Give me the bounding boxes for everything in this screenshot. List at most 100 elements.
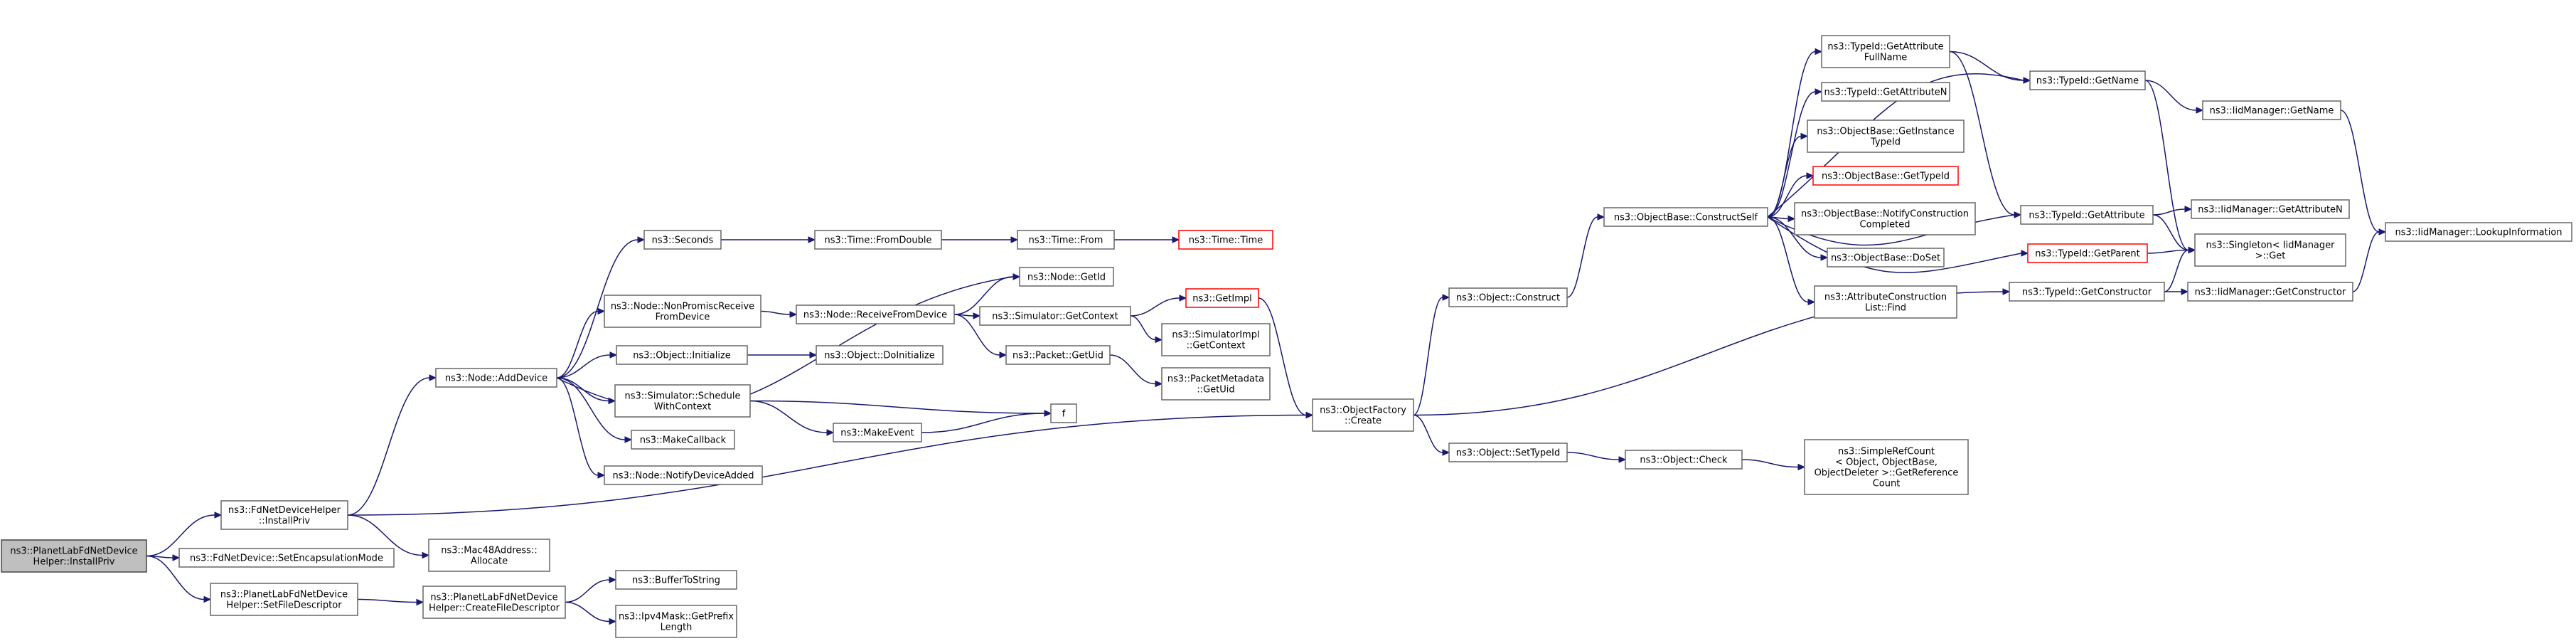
call-edge xyxy=(2152,206,2193,216)
function-node[interactable]: ns3::PlanetLabFdNetDeviceHelper::CreateF… xyxy=(422,586,566,619)
function-node[interactable]: ns3::FdNetDeviceHelper::InstallPriv xyxy=(220,500,348,530)
node-box xyxy=(2191,199,2350,219)
node-label: ns3::FdNetDevice::SetEncapsulationMode xyxy=(190,553,383,564)
call-edge xyxy=(1767,216,1829,261)
call-edge xyxy=(2352,228,2387,292)
function-node[interactable]: ns3::Singleton< IidManager>::Get xyxy=(2194,233,2346,267)
arrowhead xyxy=(808,236,816,243)
function-node[interactable]: ns3::IidManager::GetAttributeN xyxy=(2191,199,2350,219)
call-edge xyxy=(1767,172,1815,218)
node-box xyxy=(1812,166,1959,186)
function-node[interactable]: ns3::ObjectBase::ConstructSelf xyxy=(1603,207,1768,227)
function-node[interactable]: ns3::ObjectBase::GetTypeId xyxy=(1812,166,1959,186)
node-label: ns3::BufferToString xyxy=(632,576,720,586)
node-label: ns3::MakeEvent xyxy=(840,428,914,439)
node-box xyxy=(643,230,722,250)
arrowhead xyxy=(1815,48,1823,55)
call-edge xyxy=(1109,354,1163,388)
edge-line xyxy=(556,377,626,440)
function-node[interactable]: ns3::PlanetLabFdNetDeviceHelper::SetFile… xyxy=(210,583,358,616)
function-node[interactable]: ns3::MakeCallback xyxy=(631,430,735,450)
node-box xyxy=(1603,207,1768,227)
function-node[interactable]: ns3::MakeEvent xyxy=(833,423,922,443)
node-label: ns3::TypeId::GetParent xyxy=(2035,249,2140,260)
function-node[interactable]: ns3::PacketMetadata::GetUid xyxy=(1161,367,1271,401)
function-node[interactable]: ns3::IidManager::LookupInformation xyxy=(2385,222,2572,242)
node-label: WithContext xyxy=(654,402,711,413)
edge-line xyxy=(2144,80,2197,111)
function-node[interactable]: ns3::Node::AddDevice xyxy=(435,368,557,388)
arrowhead xyxy=(1155,380,1163,388)
function-node[interactable]: ns3::Seconds xyxy=(643,230,722,250)
arrowhead xyxy=(2184,206,2193,213)
function-node[interactable]: f xyxy=(1050,403,1077,423)
function-node[interactable]: ns3::Packet::GetUid xyxy=(1005,345,1111,365)
function-node[interactable]: ns3::Time::Time xyxy=(1178,230,1273,250)
function-node[interactable]: ns3::Simulator::GetContext xyxy=(979,306,1131,326)
edge-line xyxy=(1767,175,1807,218)
arrowhead xyxy=(2002,288,2011,295)
node-box xyxy=(2009,282,2165,302)
arrowhead xyxy=(203,595,212,603)
function-node[interactable]: ns3::GetImpl xyxy=(1185,288,1259,308)
function-node[interactable]: ns3::ObjectBase::NotifyConstructionCompl… xyxy=(1794,202,1976,235)
call-edge xyxy=(357,598,424,606)
function-node[interactable]: ns3::Node::ReceiveFromDevice xyxy=(796,304,955,324)
function-node[interactable]: ns3::Node::GetId xyxy=(1019,267,1114,287)
function-node[interactable]: ns3::TypeId::GetParent xyxy=(2027,243,2148,263)
arrowhead xyxy=(1618,456,1627,463)
call-edge xyxy=(565,576,617,603)
function-node[interactable]: ns3::Object::Construct xyxy=(1448,287,1568,307)
node-box xyxy=(2194,233,2346,267)
function-node[interactable]: ns3::Object::Check xyxy=(1625,450,1743,470)
node-box xyxy=(220,500,348,530)
call-edge xyxy=(1130,295,1187,317)
edge-line xyxy=(347,377,430,516)
function-node[interactable]: ns3::TypeId::GetName xyxy=(2029,70,2146,90)
function-node[interactable]: ns3::Time::FromDouble xyxy=(814,230,942,250)
function-node[interactable]: ns3::SimulatorImpl::GetContext xyxy=(1161,323,1271,356)
function-node[interactable]: ns3::TypeId::GetConstructor xyxy=(2009,282,2165,302)
call-edge xyxy=(1767,132,1809,218)
function-node[interactable]: ns3::IidManager::GetConstructor xyxy=(2187,282,2353,302)
call-edge xyxy=(1949,51,2022,218)
function-node[interactable]: ns3::Object::DoInitialize xyxy=(816,345,944,365)
call-edge xyxy=(720,236,816,243)
function-node[interactable]: ns3::FdNetDevice::SetEncapsulationMode xyxy=(178,548,395,568)
function-node[interactable]: ns3::TypeId::GetAttributeN xyxy=(1821,82,1950,102)
arrowhead xyxy=(1179,295,1187,302)
call-edge xyxy=(953,273,1021,315)
function-node[interactable]: ns3::ObjectBase::DoSet xyxy=(1827,248,1945,267)
function-node[interactable]: ns3::Object::Initialize xyxy=(616,345,748,365)
edge-line xyxy=(760,310,791,315)
function-node[interactable]: ns3::Mac48Address::Allocate xyxy=(428,539,550,572)
function-node[interactable]: ns3::PlanetLabFdNetDeviceHelper::Install… xyxy=(1,539,147,573)
arrowhead xyxy=(1305,411,1314,419)
function-node[interactable]: ns3::TypeId::GetAttribute xyxy=(2020,205,2154,225)
node-box xyxy=(1814,285,1957,319)
function-node[interactable]: ns3::IidManager::GetName xyxy=(2202,100,2341,120)
node-label: ns3::TypeId::GetName xyxy=(2036,76,2139,87)
node-box xyxy=(1178,230,1273,250)
edge-line xyxy=(921,413,1045,433)
call-edge xyxy=(565,601,617,625)
function-node[interactable]: ns3::BufferToString xyxy=(615,570,737,590)
function-node[interactable]: ns3::ObjectFactory::Create xyxy=(1312,398,1414,432)
function-node[interactable]: ns3::SimpleRefCount< Object, ObjectBase,… xyxy=(1804,439,1969,495)
node-box xyxy=(616,345,748,365)
call-edge xyxy=(749,400,835,436)
node-box xyxy=(210,583,358,616)
edge-line xyxy=(1566,452,1620,460)
function-node[interactable]: ns3::Node::NotifyDeviceAdded xyxy=(604,465,763,485)
function-node[interactable]: ns3::Time::From xyxy=(1017,230,1115,250)
arrowhead xyxy=(624,436,633,443)
node-label: >::Get xyxy=(2255,251,2286,262)
function-node[interactable]: ns3::Object::SetTypeId xyxy=(1448,443,1568,462)
